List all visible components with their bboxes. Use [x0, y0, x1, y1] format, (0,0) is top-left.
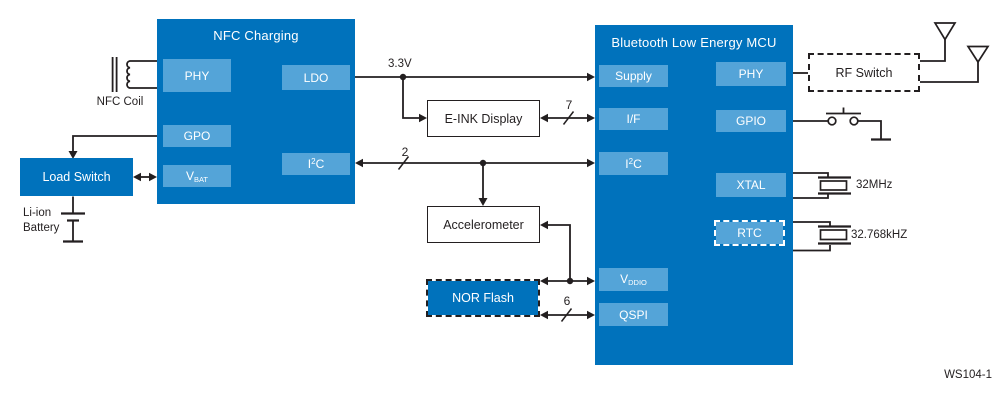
nfc-charging-block: NFC Charging PHY LDO GPO VBAT I2C — [157, 19, 355, 204]
accelerometer-block: Accelerometer — [427, 206, 540, 243]
bus-width-6-label: 6 — [563, 294, 571, 308]
mcu-if-block: I/F — [599, 108, 668, 130]
nfc-ldo-block: LDO — [282, 65, 350, 90]
mcu-xtal-block: XTAL — [716, 173, 786, 197]
rtc-frequency-label: 32.768kHZ — [851, 229, 908, 241]
gpo-to-loadswitch-wire — [68, 135, 157, 159]
xtal-frequency-label: 32MHz — [856, 179, 893, 191]
battery-icon — [61, 196, 85, 243]
nfc-coil-icon — [111, 57, 157, 92]
i2c-bus — [355, 156, 595, 206]
antenna-1-icon — [920, 22, 957, 62]
crystal-32mhz-icon — [793, 172, 851, 199]
bus-width-7-label: 7 — [565, 98, 573, 112]
push-button-icon — [793, 107, 891, 141]
nfc-vbat-block: VBAT — [163, 165, 231, 187]
eink-if-bus — [540, 111, 595, 125]
mcu-gpio-block: GPIO — [716, 110, 786, 132]
document-id-label: WS104-1 — [944, 369, 992, 381]
loadswitch-vbat-wire — [133, 172, 157, 182]
battery-label: Li-ion Battery — [23, 207, 60, 234]
nfc-charging-title: NFC Charging — [213, 28, 299, 43]
load-switch-block: Load Switch — [20, 158, 133, 196]
voltage-label: 3.3V — [388, 58, 412, 70]
mcu-i2c-block: I2C — [599, 152, 668, 175]
crystal-32768-icon — [793, 221, 851, 252]
mcu-vddio-block: VDDIO — [599, 268, 668, 291]
nfc-i2c-block: I2C — [282, 153, 350, 175]
accel-vddio-wire — [540, 220, 574, 285]
mcu-supply-block: Supply — [599, 65, 668, 87]
nfc-gpo-block: GPO — [163, 125, 231, 147]
mcu-phy-block: PHY — [716, 62, 786, 86]
eink-display-block: E-INK Display — [427, 100, 540, 137]
ldo-supply-wire — [355, 72, 595, 123]
nfc-phy-block: PHY — [163, 59, 231, 92]
ble-mcu-block: Bluetooth Low Energy MCU Supply I/F I2C … — [595, 25, 793, 365]
mcu-qspi-block: QSPI — [599, 303, 668, 326]
norflash-vddio-bus — [540, 276, 595, 286]
antenna-2-icon — [920, 45, 990, 83]
bus-width-2-label: 2 — [401, 145, 409, 159]
mcu-rtc-block: RTC — [714, 220, 785, 246]
rf-switch-block: RF Switch — [808, 53, 920, 92]
nor-flash-block: NOR Flash — [426, 279, 540, 317]
nfc-coil-label: NFC Coil — [96, 96, 144, 108]
ble-mcu-title: Bluetooth Low Energy MCU — [611, 35, 777, 50]
norflash-qspi-bus — [540, 308, 595, 322]
